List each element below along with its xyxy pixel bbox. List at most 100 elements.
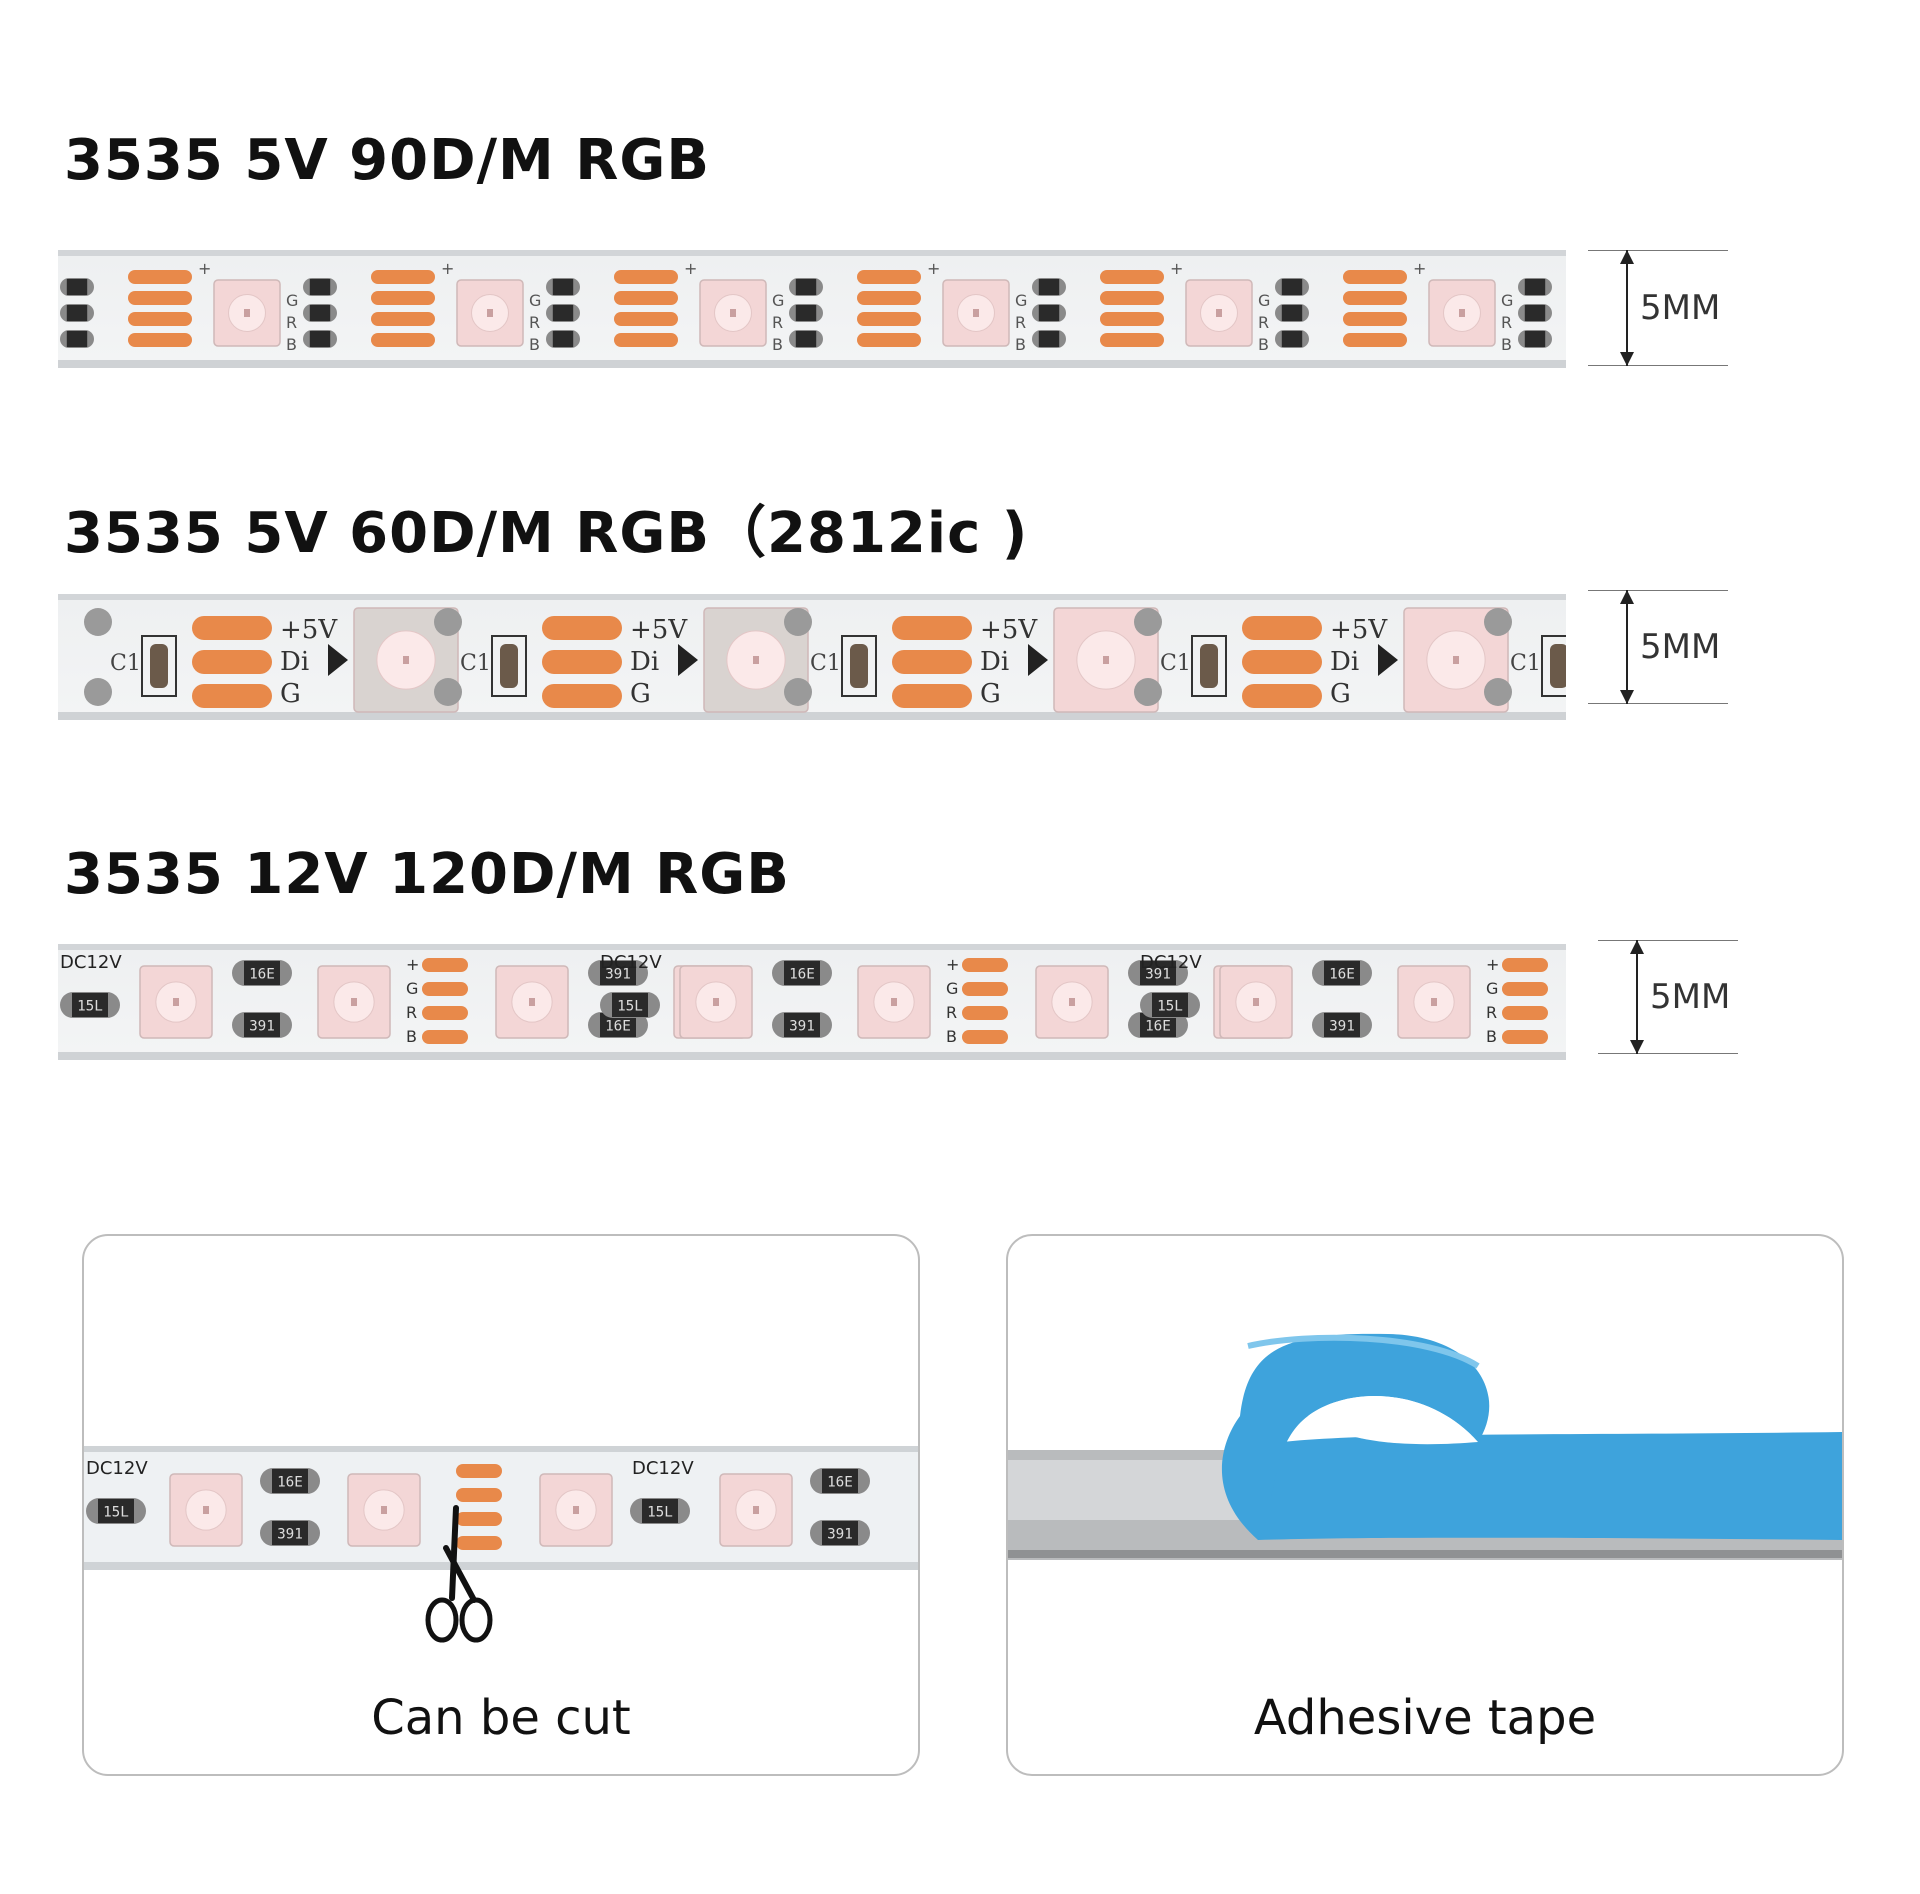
led-die — [203, 1506, 209, 1514]
solder-point — [434, 678, 462, 706]
resistor-code: 16E — [249, 967, 275, 983]
resistor-code: 15L — [1157, 999, 1183, 1015]
pad-label: R — [1015, 313, 1026, 332]
resistor-body — [1281, 279, 1303, 295]
pad-label: R — [286, 313, 297, 332]
pad-label: B — [946, 1027, 957, 1046]
pad-label: G — [946, 979, 958, 998]
pad-label: R — [1258, 313, 1269, 332]
feature-caption-adhesive: Adhesive tape — [1253, 1690, 1597, 1746]
pad-label-5v: +5V — [980, 615, 1038, 645]
resistor-body — [784, 1013, 820, 1037]
resistor-body — [309, 305, 331, 321]
solder-pad — [371, 312, 435, 326]
solder-pad — [962, 958, 1008, 972]
capacitor-outline — [841, 635, 877, 697]
voltage-label: DC12V — [86, 1458, 148, 1479]
solder-pad — [1242, 616, 1322, 640]
resistor-code: 391 — [827, 1527, 853, 1543]
resistor-code: 16E — [789, 967, 815, 983]
pad-label: G — [286, 291, 298, 310]
resistor-body — [795, 279, 817, 295]
pad-label: G — [1015, 291, 1027, 310]
pad-label-g: G — [980, 679, 1001, 709]
led-die — [1253, 998, 1259, 1006]
solder-pad — [1343, 312, 1407, 326]
solder-pad — [962, 1030, 1008, 1044]
width-label: 5MM — [1640, 627, 1721, 667]
pad-label: G — [1501, 291, 1513, 310]
resistor-code: 391 — [605, 967, 631, 983]
solder-pad — [1343, 333, 1407, 347]
pad-label-di: Di — [980, 647, 1009, 677]
double-arrow-icon — [1620, 250, 1634, 366]
solder-pad — [371, 291, 435, 305]
solder-pad — [614, 270, 678, 284]
resistor-body — [1524, 305, 1546, 321]
solder-pad — [1100, 291, 1164, 305]
pad-label: B — [1258, 335, 1269, 354]
solder-pad — [128, 312, 192, 326]
solder-pad — [1242, 684, 1322, 708]
solder-pad — [192, 684, 272, 708]
capacitor — [500, 644, 518, 688]
pad-label-g: G — [630, 679, 651, 709]
solder-pad — [542, 616, 622, 640]
resistor-body — [66, 279, 88, 295]
pad-label: B — [1501, 335, 1512, 354]
capacitor-label: C1 — [460, 651, 491, 676]
pad-label: + — [441, 259, 454, 278]
solder-pad — [371, 270, 435, 284]
resistor-body — [1038, 331, 1060, 347]
resistor-code: 16E — [605, 1019, 631, 1035]
pad-label: + — [1413, 259, 1426, 278]
capacitor — [1200, 644, 1218, 688]
solder-point — [1484, 608, 1512, 636]
pad-label: + — [1170, 259, 1183, 278]
resistor-body — [1152, 993, 1188, 1017]
solder-pad — [614, 291, 678, 305]
led-die — [573, 1506, 579, 1514]
double-arrow-icon — [1630, 940, 1644, 1054]
capacitor-outline — [141, 635, 177, 697]
led-die — [1103, 656, 1109, 664]
solder-pad — [1100, 333, 1164, 347]
pad-label: R — [946, 1003, 957, 1022]
resistor-code: 391 — [277, 1527, 303, 1543]
capacitor-label: C1 — [110, 651, 141, 676]
pad-label: B — [1015, 335, 1026, 354]
pad-label: G — [1258, 291, 1270, 310]
solder-point — [1134, 678, 1162, 706]
resistor-body — [552, 279, 574, 295]
solder-pad — [192, 616, 272, 640]
solder-pad — [128, 291, 192, 305]
solder-pad — [962, 1006, 1008, 1020]
capacitor — [150, 644, 168, 688]
resistor-body — [1324, 1013, 1360, 1037]
pad-label-di: Di — [630, 647, 659, 677]
pad-label: B — [772, 335, 783, 354]
resistor-body — [1140, 961, 1176, 985]
resistor-code: 391 — [789, 1019, 815, 1035]
pad-label: R — [1486, 1003, 1497, 1022]
solder-pad — [857, 291, 921, 305]
solder-pad — [422, 958, 468, 972]
strip-edge — [84, 1446, 918, 1452]
resistor-body — [1281, 331, 1303, 347]
width-label: 5MM — [1640, 288, 1721, 328]
pad-label-5v: +5V — [1330, 615, 1388, 645]
width-dimension-60dm: 5MM — [1588, 590, 1728, 704]
resistor-body — [272, 1521, 308, 1545]
pad-label: G — [406, 979, 418, 998]
led-die — [1069, 998, 1075, 1006]
resistor-code: 16E — [1145, 1019, 1171, 1035]
solder-pad — [371, 333, 435, 347]
resistor-body — [1524, 331, 1546, 347]
pad-label: + — [684, 259, 697, 278]
pad-label: R — [1501, 313, 1512, 332]
